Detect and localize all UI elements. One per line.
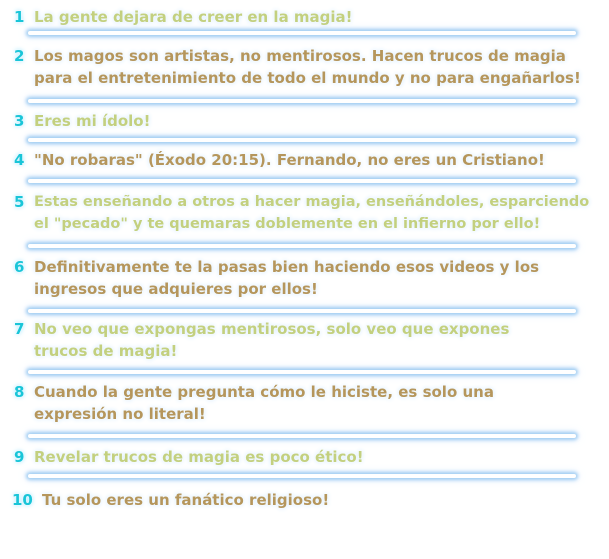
- item-number: 5: [14, 193, 25, 211]
- comment-line: el "pecado" y te quemaras doblemente en …: [34, 216, 541, 232]
- comment-text: Tu solo eres un fanático religioso!: [42, 489, 329, 511]
- comment-line: Tu solo eres un fanático religioso!: [42, 491, 330, 509]
- comment-line: trucos de magia!: [34, 342, 178, 360]
- glow-separator: [28, 179, 576, 183]
- comment-text: Estas enseñando a otros a hacer magia, e…: [34, 191, 589, 235]
- item-number: 6: [14, 258, 25, 276]
- comment-line: para el entretenimiento de todo el mundo…: [34, 69, 581, 87]
- glow-separator: [28, 474, 576, 478]
- glow-separator: [28, 31, 576, 35]
- comment-text: Los magos son artistas, no mentirosos. H…: [34, 45, 581, 89]
- comment-line: Definitivamente te la pasas bien haciend…: [34, 258, 540, 276]
- glow-separator: [28, 99, 576, 103]
- comment-line: Estas enseñando a otros a hacer magia, e…: [34, 194, 590, 210]
- comment-line: Cuando la gente pregunta cómo le hiciste…: [34, 383, 494, 401]
- comment-line: La gente dejara de creer en la magia!: [34, 8, 353, 26]
- item-number: 8: [14, 383, 25, 401]
- glow-separator: [28, 138, 576, 142]
- comment-line: Revelar trucos de magia es poco ético!: [34, 448, 364, 466]
- item-number: 1: [14, 8, 25, 26]
- comment-text: Cuando la gente pregunta cómo le hiciste…: [34, 381, 494, 425]
- glow-separator: [28, 309, 576, 313]
- comment-text: Eres mi ídolo!: [34, 110, 150, 132]
- comment-line: ingresos que adquieres por ellos!: [34, 280, 318, 298]
- item-number: 9: [14, 448, 25, 466]
- item-number: 2: [14, 47, 25, 65]
- comment-text: La gente dejara de creer en la magia!: [34, 6, 353, 28]
- comment-text: "No robaras" (Éxodo 20:15). Fernando, no…: [34, 149, 545, 171]
- item-number: 3: [14, 112, 25, 130]
- comment-line: "No robaras" (Éxodo 20:15). Fernando, no…: [34, 151, 545, 169]
- comment-line: Eres mi ídolo!: [34, 112, 151, 130]
- item-number: 10: [12, 491, 33, 509]
- comment-text: Revelar trucos de magia es poco ético!: [34, 446, 364, 468]
- glow-separator: [28, 370, 576, 374]
- comment-line: expresión no literal!: [34, 405, 206, 423]
- glow-separator: [28, 244, 576, 248]
- glow-separator: [28, 434, 576, 438]
- comment-text: Definitivamente te la pasas bien haciend…: [34, 256, 539, 300]
- comment-text: No veo que expongas mentirosos, solo veo…: [34, 318, 509, 362]
- item-number: 4: [14, 151, 25, 169]
- item-number: 7: [14, 320, 25, 338]
- comment-line: No veo que expongas mentirosos, solo veo…: [34, 320, 510, 338]
- comment-line: Los magos son artistas, no mentirosos. H…: [34, 47, 566, 65]
